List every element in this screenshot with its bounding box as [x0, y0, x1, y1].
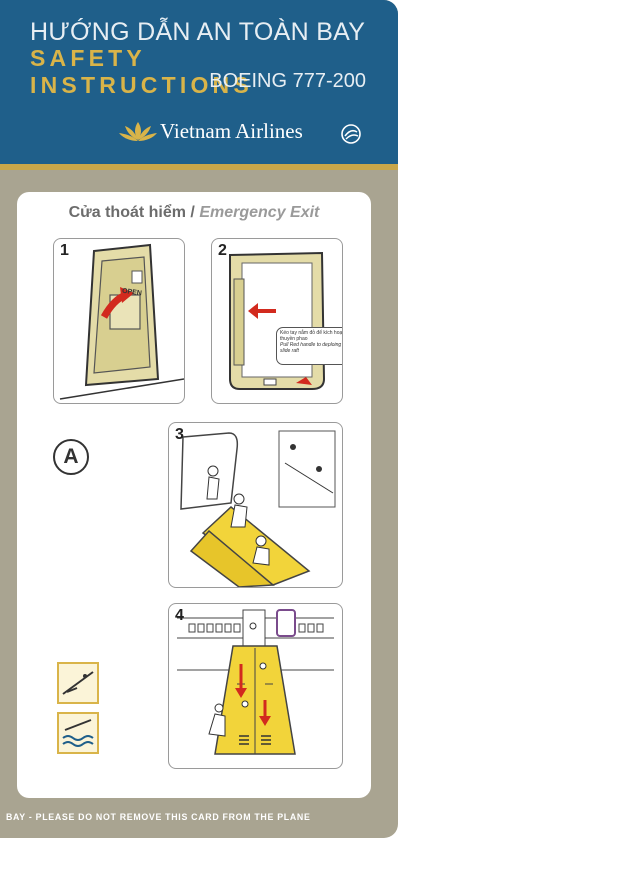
- step-number: 3: [175, 426, 184, 443]
- slide-evacuation-illustration: [180, 430, 336, 587]
- step-1-panel: 1 OPEN: [53, 238, 185, 404]
- slide-raft-overview-illustration: [177, 609, 334, 755]
- step-2-caption: Kéo tay nắm đỏ để kích hoạt thuyền phao …: [276, 327, 343, 365]
- caption-vietnamese: Kéo tay nắm đỏ để kích hoạt thuyền phao: [280, 330, 343, 342]
- section-title-vi: Cửa thoát hiểm /: [68, 204, 195, 221]
- step-number: 2: [218, 242, 227, 259]
- step-2-panel: 2 Kéo tay nắm đỏ để kích hoạt thuyền pha…: [211, 238, 343, 404]
- land-evacuation-badge: [57, 662, 99, 704]
- step-3-panel: 3: [168, 422, 343, 588]
- step-number: 4: [175, 607, 184, 624]
- door-marker-a: A: [53, 439, 89, 475]
- step-4-panel: 4: [168, 603, 343, 769]
- land-evacuation-icon: [62, 671, 94, 695]
- slide-deploy-illustration: [229, 251, 326, 390]
- section-title-en: Emergency Exit: [199, 204, 320, 221]
- step-number: 1: [60, 242, 69, 259]
- airline-name: Vietnam Airlines: [160, 119, 303, 143]
- skyteam-icon: [341, 124, 361, 144]
- card-footer: BAY - PLEASE DO NOT REMOVE THIS CARD FRO…: [6, 812, 311, 822]
- lotus-icon: [119, 122, 157, 141]
- water-evacuation-badge: [57, 712, 99, 754]
- caption-english: Pull Red handle to deploing slide raft: [280, 342, 342, 354]
- title-vietnamese: HƯỚNG DẪN AN TOÀN BAY: [30, 18, 366, 46]
- card-header: HƯỚNG DẪN AN TOÀN BAY SAFETY INSTRUCTION…: [0, 0, 398, 164]
- title-english: SAFETY INSTRUCTIONS: [30, 45, 253, 98]
- section-title: Cửa thoát hiểm / Emergency Exit: [17, 204, 371, 222]
- header-divider: [0, 164, 398, 170]
- water-evacuation-icon: [62, 719, 94, 747]
- door-handle-illustration: [59, 243, 184, 400]
- instructions-panel: Cửa thoát hiểm / Emergency Exit 1 OPEN: [17, 192, 371, 798]
- airline-logo: Vietnam Airlines: [118, 118, 368, 150]
- aircraft-model: BOEING 777-200: [209, 70, 366, 92]
- safety-card: HƯỚNG DẪN AN TOÀN BAY SAFETY INSTRUCTION…: [0, 0, 398, 838]
